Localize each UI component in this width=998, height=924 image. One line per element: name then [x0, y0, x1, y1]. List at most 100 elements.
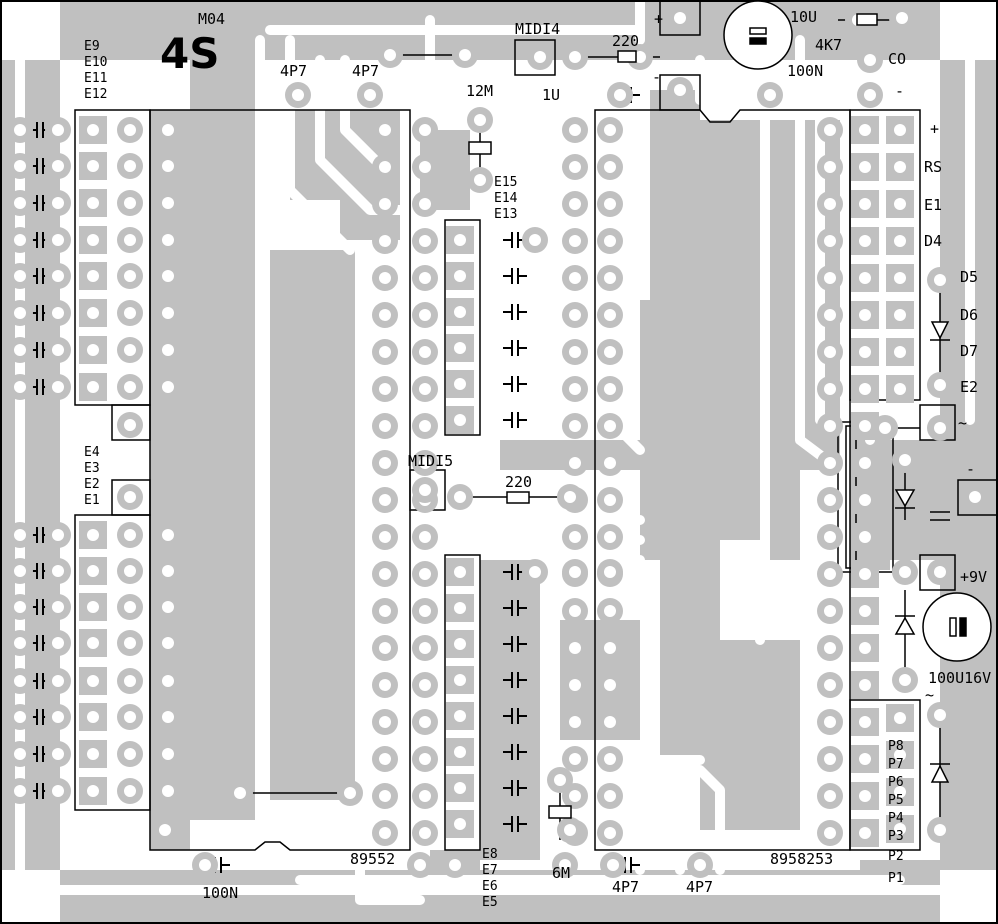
label-e2-right: E2	[960, 378, 978, 396]
solder-pad	[7, 594, 33, 620]
solder-pad	[79, 116, 107, 144]
capacitor-symbol	[503, 412, 527, 428]
solder-pad	[45, 374, 71, 400]
solder-pad	[372, 746, 398, 772]
solder-pad	[562, 228, 588, 254]
solder-pad	[117, 594, 143, 620]
solder-pad	[7, 300, 33, 326]
solder-pad	[562, 191, 588, 217]
solder-pad	[442, 852, 468, 878]
components	[468, 0, 992, 819]
solder-pad	[851, 560, 879, 588]
solder-pad	[412, 302, 438, 328]
capacitor-symbol	[503, 708, 527, 724]
solder-pad	[851, 708, 879, 736]
solder-pad	[817, 302, 843, 328]
solder-pad	[886, 778, 914, 806]
solder-pad	[117, 484, 143, 510]
resistor-4k7	[856, 13, 878, 26]
solder-pad	[446, 594, 474, 622]
solder-pad	[446, 738, 474, 766]
solder-pad	[412, 598, 438, 624]
label-p8: P8	[888, 739, 904, 754]
solder-pad	[372, 339, 398, 365]
solder-pad	[377, 42, 403, 68]
solder-pad	[597, 820, 623, 846]
solder-pad	[557, 817, 583, 843]
solder-pad	[155, 704, 181, 730]
solder-pad	[817, 487, 843, 513]
label-e14: E14	[494, 191, 518, 206]
solder-pad	[45, 741, 71, 767]
solder-pad	[562, 44, 588, 70]
capacitor-symbol	[503, 816, 527, 832]
capacitor-symbol	[503, 600, 527, 616]
solder-pad	[817, 117, 843, 143]
label-100u16v: 100U16V	[928, 669, 991, 687]
label-e10: E10	[84, 55, 107, 70]
solder-pad	[892, 447, 918, 473]
solder-pad	[886, 704, 914, 732]
solder-pad	[372, 413, 398, 439]
solder-pad	[597, 228, 623, 254]
label-e3: E3	[84, 461, 100, 476]
solder-pad	[446, 262, 474, 290]
solder-pad	[446, 666, 474, 694]
solder-pad	[372, 783, 398, 809]
solder-pad	[446, 774, 474, 802]
label-6m: 6M	[552, 864, 570, 882]
solder-pad	[851, 301, 879, 329]
label-4p7-d: 4P7	[686, 878, 713, 896]
solder-pad	[7, 117, 33, 143]
solder-pad	[562, 598, 588, 624]
silkscreen-labels: M04 MIDI4 MIDI5 89552 8958253 220 220 4P…	[84, 8, 991, 910]
solder-pad	[79, 740, 107, 768]
label-p2: P2	[888, 849, 904, 864]
solder-pad	[79, 336, 107, 364]
solder-pad	[372, 154, 398, 180]
solder-pad	[597, 487, 623, 513]
capacitor-10u	[723, 0, 793, 70]
solder-pad	[7, 374, 33, 400]
label-d4: D4	[924, 232, 942, 250]
solder-pad	[412, 117, 438, 143]
solder-pad	[817, 376, 843, 402]
solder-pad	[562, 746, 588, 772]
label-tilde-a: ~	[958, 414, 967, 432]
label-p7: P7	[888, 757, 904, 772]
solder-pad	[45, 227, 71, 253]
solder-pad	[155, 300, 181, 326]
solder-pad	[79, 629, 107, 657]
solder-pad	[372, 598, 398, 624]
solder-pad	[562, 635, 588, 661]
solder-pad	[155, 668, 181, 694]
solder-pad	[45, 117, 71, 143]
capacitor-symbol	[503, 744, 527, 760]
solder-pad	[667, 5, 693, 31]
solder-pad	[117, 337, 143, 363]
solder-pad	[962, 484, 988, 510]
solder-pad	[817, 820, 843, 846]
diode-d5	[930, 321, 950, 341]
solder-pad	[7, 668, 33, 694]
solder-pad	[155, 374, 181, 400]
solder-pad	[851, 782, 879, 810]
label-e15: E15	[494, 175, 517, 190]
solder-pad	[79, 189, 107, 217]
solder-pad	[7, 778, 33, 804]
solder-pad	[45, 337, 71, 363]
label-title: M04	[198, 10, 225, 28]
solder-pad	[412, 746, 438, 772]
label-4p7-b: 4P7	[352, 62, 379, 80]
capacitor-symbol	[503, 672, 527, 688]
solder-pad	[452, 42, 478, 68]
solder-pad	[285, 82, 311, 108]
solder-pad	[155, 558, 181, 584]
capacitor-symbol	[503, 780, 527, 796]
solder-pad	[851, 523, 879, 551]
solder-pad	[7, 227, 33, 253]
solder-pad	[886, 301, 914, 329]
solder-pad	[757, 82, 783, 108]
solder-pad	[372, 228, 398, 254]
label-e4: E4	[84, 445, 100, 460]
